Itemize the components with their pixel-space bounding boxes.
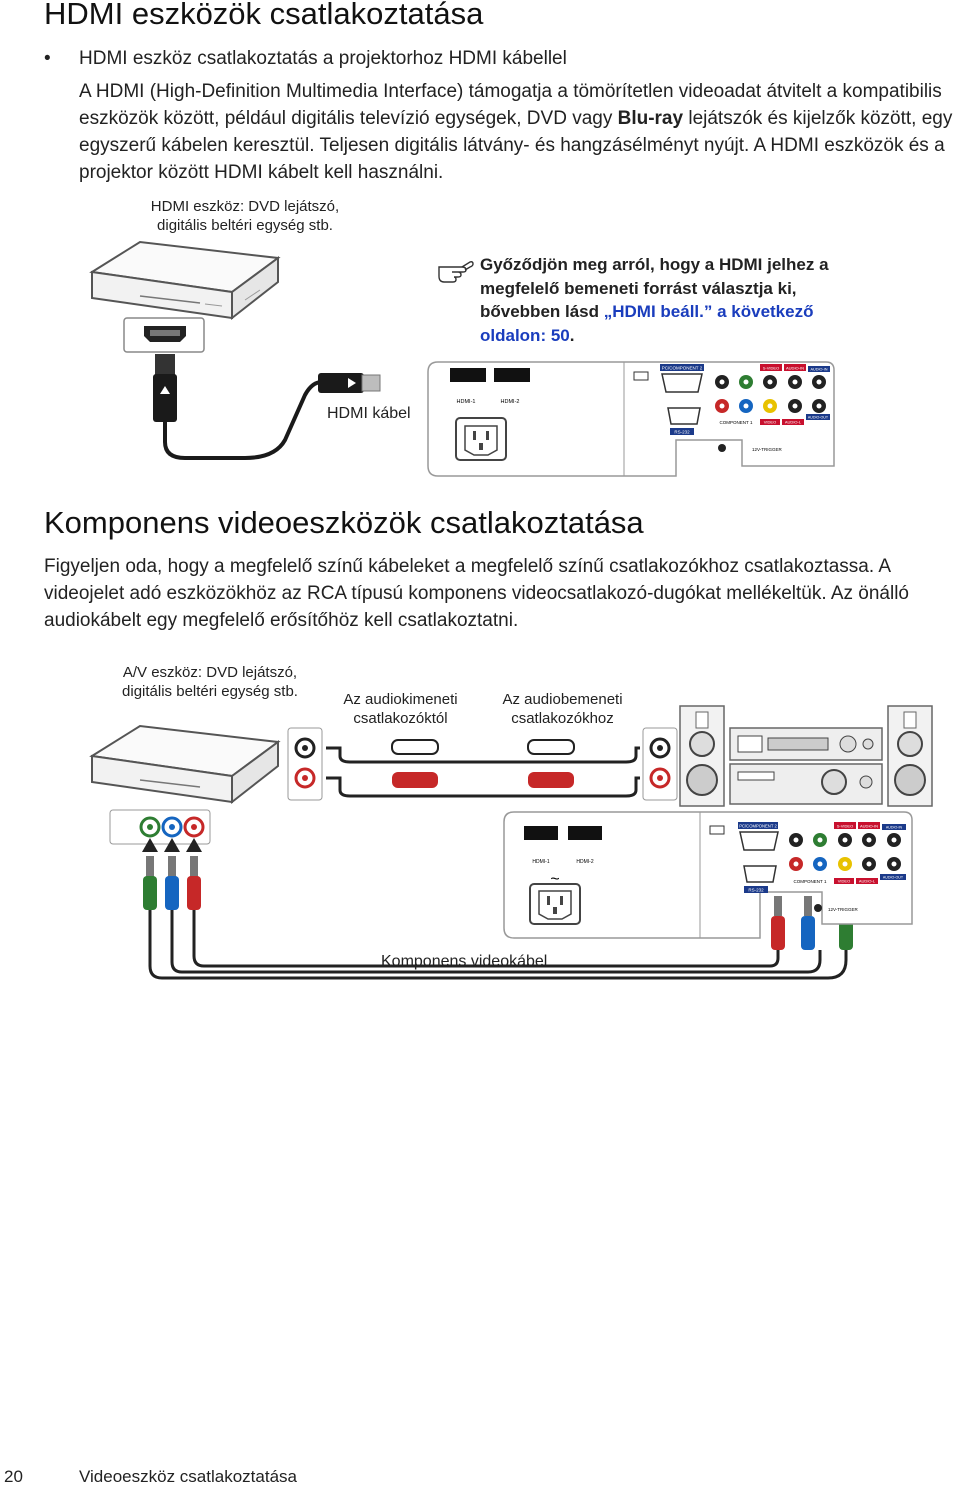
- hdmi-note: Győződjön meg arról, hogy a HDMI jelhez …: [480, 253, 880, 347]
- av-device-caption: A/V eszköz: DVD lejátszó, digitális belt…: [122, 664, 298, 700]
- panel-label-audio-in: AUDIO-IN: [786, 366, 804, 371]
- note-end: .: [569, 325, 575, 345]
- note-link[interactable]: „HDMI beáll.” a következő oldalon: 50: [480, 302, 814, 345]
- dvd-player-illustration: [89, 240, 281, 321]
- power-inlet-icon: [529, 883, 581, 925]
- panel2-label-component1: COMPONENT 1: [794, 879, 827, 884]
- projector-rear-panel: HDMI-1 HDMI-2 ~ PC/COMPONENT 2 S-VIDEO A…: [427, 361, 835, 477]
- section-heading-component: Komponens videoeszközök csatlakoztatása: [44, 505, 644, 540]
- panel2-label-hdmi2: HDMI-2: [576, 859, 593, 865]
- audio-cable: [326, 739, 640, 798]
- panel2-label-hdmi1: HDMI-1: [532, 859, 549, 865]
- component-paragraph: Figyeljen oda, hogy a megfelelő színű ká…: [44, 556, 910, 631]
- panel2-label-video: VIDEO: [838, 879, 850, 884]
- component-cable: [143, 856, 853, 980]
- panel-label-audio-out: AUDIO-OUT: [808, 416, 829, 420]
- rca-jack-icon: [715, 375, 826, 452]
- hdmi-paragraph-bold: Blu-ray: [617, 108, 684, 129]
- ac-symbol-2: ~: [550, 871, 559, 888]
- hdmi-port-icon: [123, 317, 205, 353]
- hdmi-device-caption: HDMI eszköz: DVD lejátszó, digitális bel…: [150, 198, 340, 234]
- rca-jack-icon: [789, 833, 901, 912]
- panel-label-trigger: 12V-TRIGGER: [752, 447, 783, 452]
- component-cable-label: Komponens videokábel: [381, 953, 548, 970]
- section-heading-hdmi: HDMI eszközök csatlakoztatása: [44, 0, 484, 31]
- panel2-label-trigger: 12V-TRIGGER: [828, 907, 859, 912]
- panel2-label-audio-in: AUDIO-IN: [860, 824, 878, 829]
- component-output-jacks: [109, 809, 211, 845]
- audio-out-caption: Az audiokimeneti csatlakozóktól: [343, 691, 458, 727]
- hdmi-connection-diagram: HDMI-1 HDMI-2 ~ PC/COMPONENT 2 S-VIDEO A…: [89, 240, 835, 477]
- hdmi-paragraph-part2: lejátszók és kijelzők között, egy egysze…: [79, 108, 953, 183]
- component-connection-diagram: HDMI-1 HDMI-2 ~ PC/COMPONENT 2 S-VIDEO A…: [89, 705, 933, 980]
- audio-in-caption: Az audiobemeneti csatlakozókhoz: [502, 691, 623, 727]
- panel2-label-pc-component2: PC/COMPONENT 2: [739, 824, 777, 829]
- bullet-marker: •: [44, 48, 51, 69]
- footer-section-title: Videoeszköz csatlakoztatása: [79, 1467, 297, 1486]
- panel-label-rs232: RS-232: [674, 430, 690, 435]
- hdmi-paragraph-part1: A HDMI (High-Definition Multimedia Inter…: [79, 81, 942, 129]
- panel-label-hdmi1: HDMI-1: [457, 399, 476, 405]
- panel-label-audio-in2: AUDIO-IN: [810, 368, 827, 372]
- vga-port-icon: [739, 831, 779, 883]
- panel2-label-audio-in2: AUDIO-IN: [886, 826, 903, 830]
- power-inlet-icon: [455, 417, 507, 461]
- hdmi-paragraph: A HDMI (High-Definition Multimedia Inter…: [79, 78, 959, 186]
- hdmi-plug-horizontal: [318, 373, 381, 393]
- hdmi-plug-vertical: [153, 354, 323, 460]
- page-number: 20: [4, 1467, 23, 1486]
- vga-port-icon: [661, 373, 703, 425]
- panel2-label-rs232: RS-232: [748, 888, 764, 893]
- panel2-label-audio-out: AUDIO-OUT: [883, 876, 904, 880]
- note-text: Győződjön meg arról, hogy a HDMI jelhez …: [480, 255, 829, 321]
- panel-label-svideo: S-VIDEO: [763, 366, 779, 371]
- rca-jack-icon: [287, 727, 323, 801]
- panel-label-pc-component2: PC/COMPONENT 2: [662, 366, 703, 371]
- panel-label-component1: COMPONENT 1: [720, 420, 753, 425]
- panel-label-audio-l: AUDIO-L: [785, 420, 802, 425]
- panel-label-video: VIDEO: [764, 420, 776, 425]
- hdmi-cable-label: HDMI kábel: [327, 405, 411, 422]
- panel2-label-audio-l: AUDIO-L: [859, 879, 876, 884]
- insert-arrows: [142, 838, 202, 852]
- hifi-system-illustration: [679, 705, 933, 807]
- av-dvd-player-illustration: [89, 724, 281, 805]
- bullet-title: HDMI eszköz csatlakoztatás a projektorho…: [79, 48, 567, 69]
- projector-rear-panel-2: HDMI-1 HDMI-2 ~ PC/COMPONENT 2 S-VIDEO A…: [503, 811, 913, 939]
- panel-label-hdmi2: HDMI-2: [501, 399, 520, 405]
- panel2-label-svideo: S-VIDEO: [837, 824, 853, 829]
- rca-jack-icon: [642, 727, 678, 801]
- pointing-hand-icon: [436, 258, 476, 289]
